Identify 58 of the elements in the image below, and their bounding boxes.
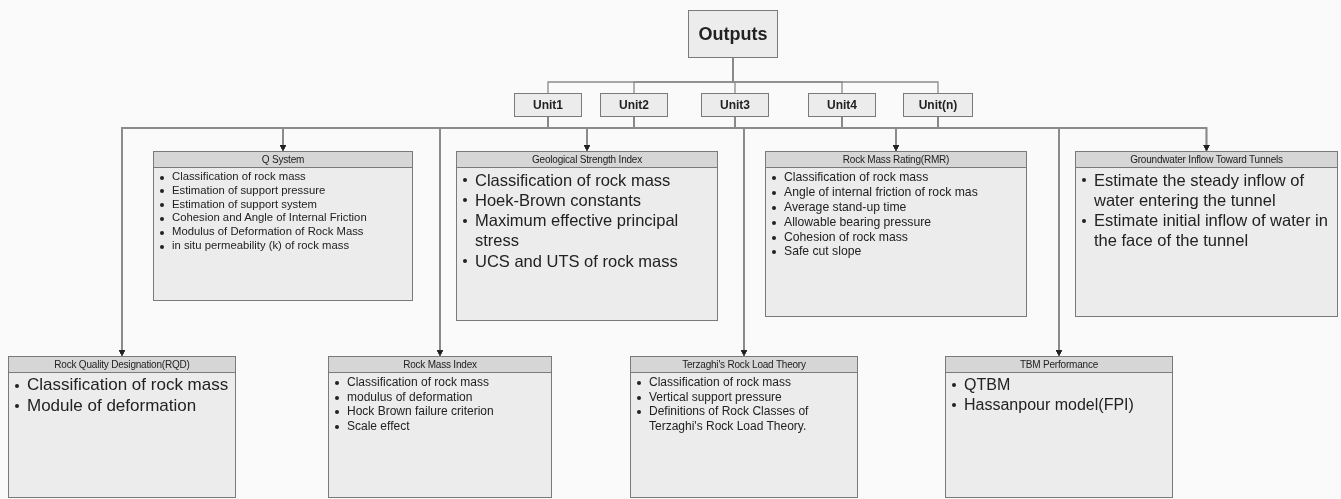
bullet-text: Classification of rock mass bbox=[172, 170, 306, 182]
bullet-text: modulus of deformation bbox=[347, 389, 473, 404]
connector-arrow bbox=[937, 116, 1210, 152]
info-card bbox=[945, 356, 1173, 498]
bullet-text: Hoek-Brown constants bbox=[475, 191, 641, 210]
info-card bbox=[630, 356, 858, 498]
bullet-text: Module of deformation bbox=[27, 395, 197, 415]
bullet-text: Classification of rock mass bbox=[649, 375, 792, 389]
box-label: Unit1 bbox=[533, 98, 563, 112]
box-label: Unit(n) bbox=[918, 98, 958, 112]
bullet-text: Classification of rock mass bbox=[27, 375, 229, 394]
bullet-text: Vertical support pressure bbox=[649, 389, 782, 404]
card-heading: Geological Strength Index bbox=[457, 152, 717, 168]
unit-box bbox=[514, 93, 582, 117]
bullet-text: Hassanpour model(FPI) bbox=[964, 395, 1134, 413]
info-card bbox=[456, 151, 718, 321]
info-card bbox=[8, 356, 236, 498]
bullet-text: Hock Brown failure criterion bbox=[347, 404, 494, 419]
card-heading: Q System bbox=[154, 152, 412, 168]
bullet-text: Safe cut slope bbox=[784, 244, 862, 259]
bullet-text: Estimation of support pressure bbox=[172, 183, 326, 196]
box-label: Unit4 bbox=[827, 98, 857, 112]
info-card bbox=[1075, 151, 1338, 317]
info-card bbox=[153, 151, 413, 301]
unit-box bbox=[701, 93, 769, 117]
bullet-text: UCS and UTS of rock mass bbox=[475, 251, 678, 270]
bullet-text: Scale effect bbox=[347, 418, 410, 433]
bullet-text: Definitions of Rock Classes of Terzaghi's Rock Load Theory. bbox=[649, 404, 809, 433]
card-heading: TBM Performance bbox=[946, 357, 1172, 373]
bullet-text: Classification of rock mass bbox=[784, 170, 929, 184]
unit-box bbox=[903, 93, 973, 117]
bullet-text: Angle of internal friction of rock mas bbox=[784, 184, 978, 199]
info-card bbox=[328, 356, 552, 498]
bullet-text: Cohesion and Angle of Internal Friction bbox=[172, 211, 367, 224]
box-label: Unit3 bbox=[720, 98, 750, 112]
bullet-text: Average stand-up time bbox=[784, 199, 907, 214]
card-heading: Rock Quality Designation(RQD) bbox=[9, 357, 235, 373]
bullet-text: Allowable bearing pressure bbox=[784, 214, 931, 229]
card-heading: Rock Mass Rating(RMR) bbox=[766, 152, 1026, 168]
box-label: Outputs bbox=[698, 23, 768, 45]
bullet-text: Cohesion of rock mass bbox=[784, 229, 908, 244]
box-label: Unit2 bbox=[619, 98, 649, 112]
bullet-text: Modulus of Deformation of Rock Mass bbox=[172, 225, 364, 238]
bullet-text: Estimation of support system bbox=[172, 197, 318, 210]
bullet-text: in situ permeability (k) of rock mass bbox=[172, 238, 350, 251]
bullet-text: Classification of rock mass bbox=[475, 171, 671, 189]
bullet-text: Estimate initial inflow of water in the face of the tunnel bbox=[1094, 211, 1328, 250]
info-card bbox=[765, 151, 1027, 317]
unit-box bbox=[600, 93, 668, 117]
card-heading: Rock Mass Index bbox=[329, 357, 551, 373]
card-heading: Terzaghi's Rock Load Theory bbox=[631, 357, 857, 373]
bullet-text: Classification of rock mass bbox=[347, 375, 490, 389]
bullet-text: Estimate the steady inflow of water entering the tunnel bbox=[1094, 171, 1305, 210]
card-heading: Groundwater Inflow Toward Tunnels bbox=[1076, 152, 1337, 168]
bullet-text: QTBM bbox=[964, 376, 1011, 393]
bullet-text: Maximum effective principal stress bbox=[475, 211, 679, 250]
unit-box bbox=[808, 93, 876, 117]
root-box bbox=[688, 10, 778, 58]
